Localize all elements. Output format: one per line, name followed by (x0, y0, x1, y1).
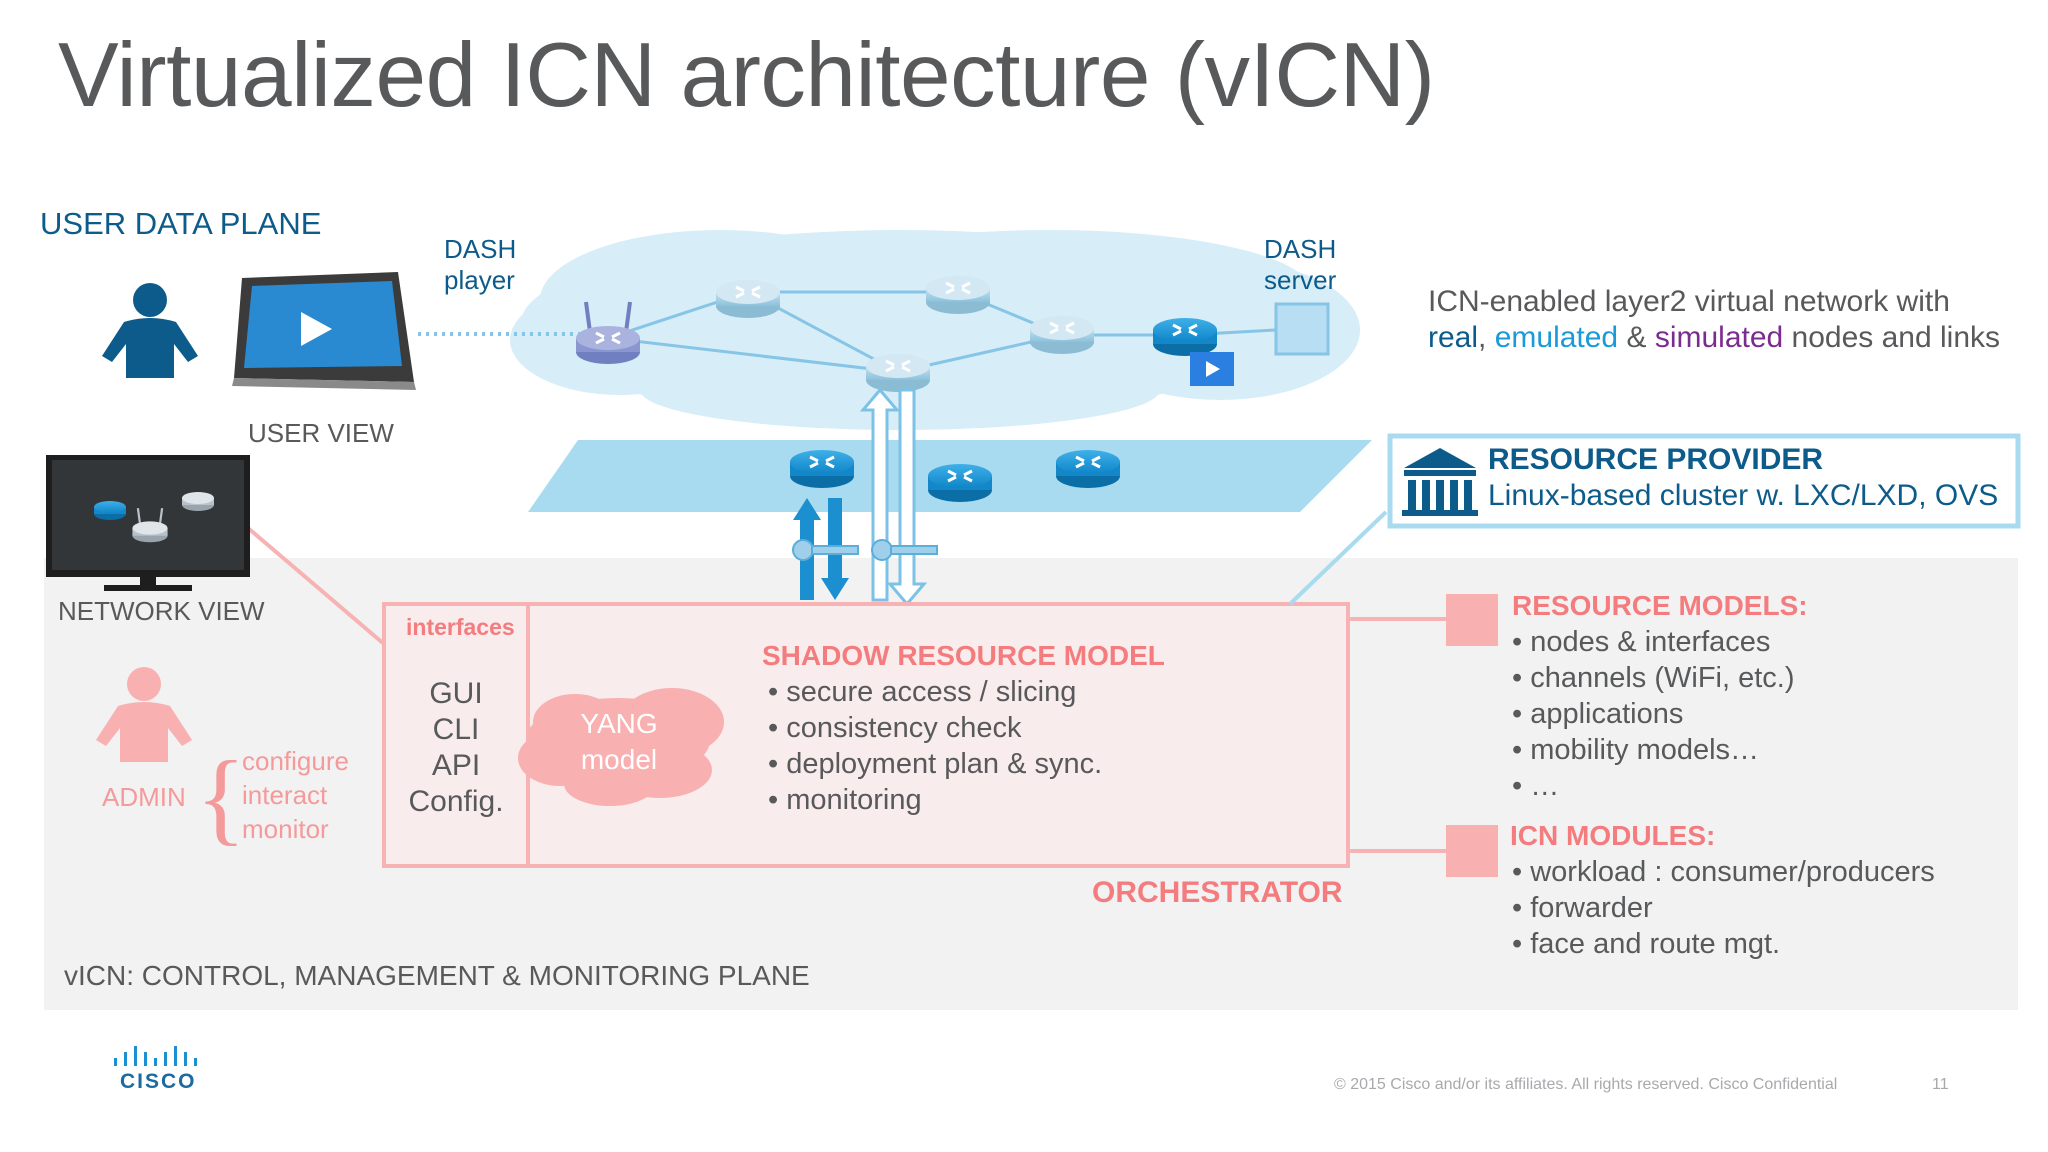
list-item: workload : consumer/producers (1512, 854, 1935, 890)
monitor-icon (46, 455, 250, 591)
copyright-text: © 2015 Cisco and/or its affiliates. All … (1334, 1076, 1838, 1093)
interface-api: API (431, 749, 481, 782)
cloud-routers (716, 276, 1094, 392)
list-item: deployment plan & sync. (768, 746, 1102, 782)
resource-models-list: nodes & interfaces channels (WiFi, etc.)… (1512, 624, 1795, 804)
resource-models-title: RESOURCE MODELS: (1512, 590, 1808, 621)
interface-config: Config. (408, 785, 504, 818)
resource-provider-box (1387, 433, 2021, 529)
list-item: secure access / slicing (768, 674, 1102, 710)
resource-models-square (1446, 594, 1498, 646)
network-view-label: NETWORK VIEW (58, 596, 265, 626)
cisco-logo-bars (114, 1046, 197, 1066)
admin-label: ADMIN (102, 782, 186, 812)
list-item: mobility models… (1512, 732, 1795, 768)
dash-player-label: DASH player (444, 234, 517, 295)
icn-modules-square (1446, 825, 1498, 877)
control-plane-label: vICN: CONTROL, MANAGEMENT & MONITORING P… (64, 960, 810, 991)
dash-server-label: DASH server (1264, 234, 1337, 295)
dash-server-box (1274, 302, 1330, 356)
bank-icon (1402, 448, 1478, 516)
cloud-arrows (859, 387, 928, 607)
real-label: real (1428, 321, 1479, 354)
emulated-label: emulated (1494, 321, 1619, 354)
key-icon (792, 539, 938, 561)
list-item: consistency check (768, 710, 1102, 746)
simulated-label: simulated (1654, 321, 1784, 354)
shadow-model-title: SHADOW RESOURCE MODEL (762, 640, 1165, 671)
laptop-icon (232, 272, 416, 390)
user-view-label: USER VIEW (248, 418, 394, 448)
list-item: … (1512, 768, 1795, 804)
icn-modules-title: ICN MODULES: (1510, 820, 1716, 851)
slab-routers (790, 450, 1120, 502)
interfaces-label: interfaces (406, 614, 515, 640)
real-router-icon (1153, 318, 1217, 356)
admin-actions: configure interact monitor (242, 746, 349, 844)
video-play-icon (1190, 352, 1234, 386)
virtual-network-description: ICN-enabled layer2 virtual network with … (1428, 285, 2001, 354)
user-data-plane-heading: USER DATA PLANE (40, 206, 322, 241)
icn-modules-list: workload : consumer/producers forwarder … (1512, 854, 1935, 962)
list-item: face and route mgt. (1512, 926, 1935, 962)
yang-cloud (518, 688, 724, 806)
list-item: channels (WiFi, etc.) (1512, 660, 1794, 696)
interface-gui: GUI (429, 677, 483, 710)
user-icon (102, 283, 198, 378)
list-item: nodes & interfaces (1512, 624, 1795, 660)
page-title: Virtualized ICN architecture (vICN) (58, 25, 1435, 126)
admin-brace: { (196, 740, 246, 855)
list-item: monitoring (768, 782, 1102, 818)
interfaces-list: GUI CLI API Config. (384, 676, 528, 820)
orchestrator-label: ORCHESTRATOR (1092, 876, 1343, 909)
wifi-router-icon (576, 301, 640, 364)
shadow-model-list: secure access / slicing consistency chec… (768, 674, 1102, 818)
cisco-logo: CISCO (120, 1070, 197, 1093)
yang-model-label: YANG model (580, 708, 658, 775)
interface-cli: CLI (432, 713, 480, 746)
resource-provider-text: RESOURCE PROVIDER Linux-based cluster w.… (1488, 443, 1999, 512)
admin-icon (96, 667, 192, 762)
list-item: applications (1512, 696, 1795, 732)
page-number: 11 (1932, 1076, 1949, 1093)
network-cloud (510, 230, 1360, 430)
list-item: forwarder (1512, 890, 1935, 926)
